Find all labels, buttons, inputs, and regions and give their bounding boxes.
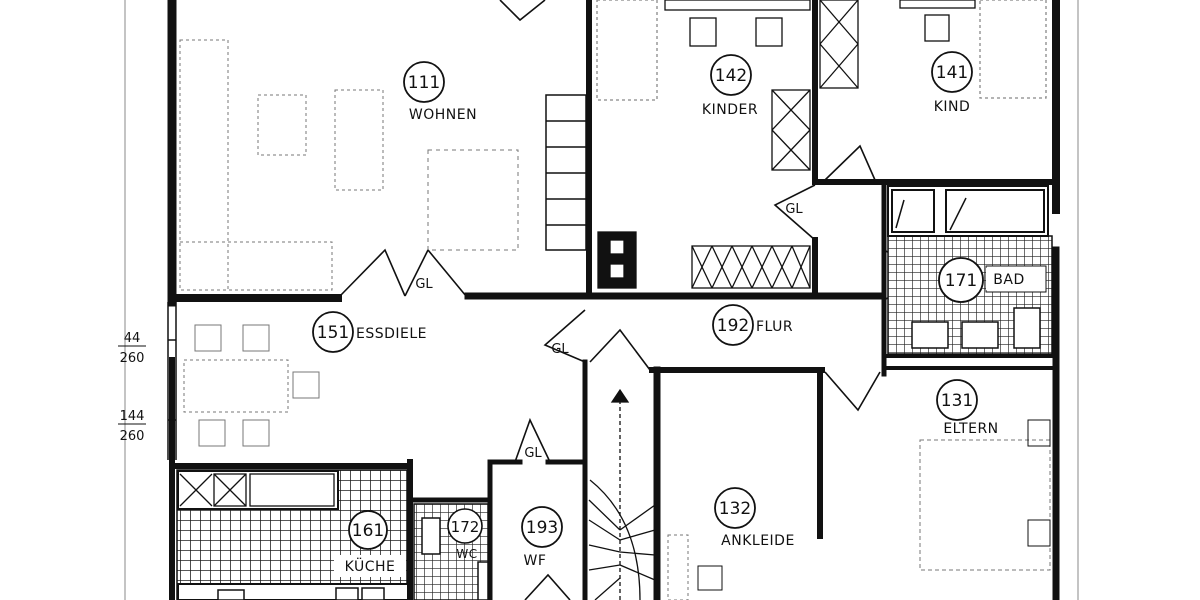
room-141-name: KIND <box>934 99 971 115</box>
room-172-number: 172 <box>451 518 480 536</box>
furniture-kinder <box>596 0 811 289</box>
furniture-eltern <box>667 419 1051 600</box>
dimension-upper: 44 260 <box>118 331 146 366</box>
room-161: 161 KÜCHE <box>334 510 406 577</box>
dimension-lower-bottom: 260 <box>120 429 145 444</box>
furniture-kind <box>819 0 1047 99</box>
room-172: 172 WC <box>447 508 483 561</box>
room-172-name: WC <box>456 547 477 561</box>
paper-edges <box>124 0 1079 600</box>
room-141: 141 KIND <box>931 51 973 115</box>
dimension-lower: 144 260 <box>118 409 146 444</box>
furniture-wohnen <box>179 39 519 291</box>
room-161-number: 161 <box>352 521 384 541</box>
room-142-name: KINDER <box>702 102 758 118</box>
room-132-name: ANKLEIDE <box>721 533 795 549</box>
room-141-number: 141 <box>936 63 968 83</box>
room-192-name: FLUR <box>756 319 793 335</box>
kueche-fixtures <box>176 469 409 600</box>
room-151: 151 ESSDIELE <box>312 311 427 353</box>
room-193-number: 193 <box>526 518 558 538</box>
dimension-lower-top: 144 <box>120 409 145 424</box>
room-132-number: 132 <box>719 499 751 519</box>
bad-fixtures <box>887 185 1053 355</box>
door-label-kinder: GL <box>785 202 803 217</box>
dimension-upper-top: 44 <box>124 331 141 346</box>
room-192: 192 FLUR <box>712 304 793 346</box>
room-151-name: ESSDIELE <box>356 326 427 342</box>
staircase <box>588 388 656 600</box>
dimension-upper-bottom: 260 <box>120 351 145 366</box>
windows <box>167 302 177 460</box>
room-131: 131 ELTERN <box>936 379 998 437</box>
door-label-wohnen: GL <box>415 277 433 292</box>
furniture-essdiele <box>183 324 320 447</box>
room-193-name: WF <box>524 553 547 569</box>
room-171-name: BAD <box>993 272 1024 288</box>
room-193: 193 WF <box>521 506 563 569</box>
room-111-number: 111 <box>408 73 440 93</box>
room-171: 171 BAD <box>938 257 1032 303</box>
room-111: 111 WOHNEN <box>403 61 477 123</box>
room-111-name: WOHNEN <box>409 107 477 123</box>
room-131-name: ELTERN <box>943 421 998 437</box>
shelf-wohnen <box>545 94 587 251</box>
door-label-essdiele: GL <box>551 342 569 357</box>
room-142-number: 142 <box>715 66 747 86</box>
door-label-wf: GL <box>524 446 542 461</box>
room-131-number: 131 <box>941 391 973 411</box>
room-132: 132 ANKLEIDE <box>714 487 795 549</box>
room-192-number: 192 <box>717 316 749 336</box>
walls <box>167 0 1060 600</box>
room-142: 142 KINDER <box>702 54 758 118</box>
room-151-number: 151 <box>317 323 349 343</box>
room-171-number: 171 <box>945 271 977 291</box>
room-161-name: KÜCHE <box>345 557 396 575</box>
